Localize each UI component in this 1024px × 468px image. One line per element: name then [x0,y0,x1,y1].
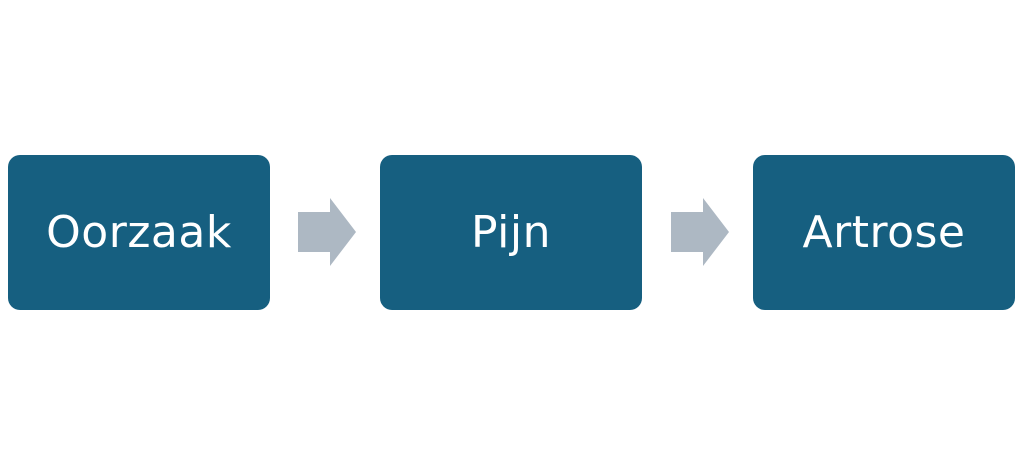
arrow-right-shape [298,198,356,266]
flow-step-artrose: Artrose [753,155,1015,310]
arrow-right-icon [671,198,729,266]
flow-step-label: Oorzaak [46,207,232,258]
arrow-right-icon [298,198,356,266]
arrow-right-shape [671,198,729,266]
flow-step-pijn: Pijn [380,155,642,310]
flow-step-label: Pijn [471,207,551,258]
flow-step-label: Artrose [802,207,966,258]
flow-step-oorzaak: Oorzaak [8,155,270,310]
